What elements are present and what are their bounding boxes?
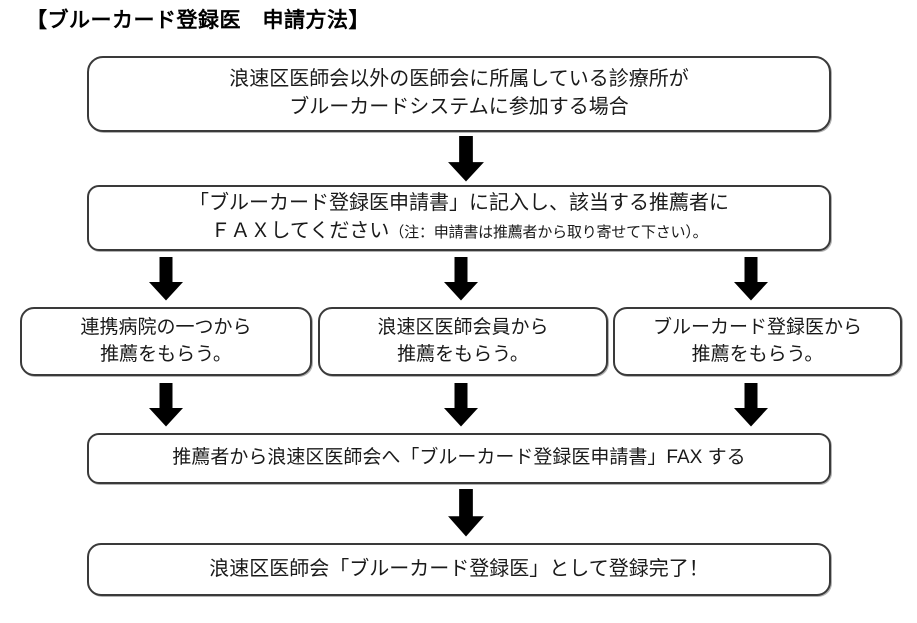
flow-step-recommender-3-line-2: 推薦をもらう。 — [691, 343, 824, 365]
flow-step-intro-line-1: 浪速区医師会以外の医師会に所属している診療所が — [229, 68, 689, 91]
flow-step-recommender-1: 連携病院の一つから 推薦をもらう。 — [20, 307, 312, 376]
flow-step-recommender-2: 浪速区医師会員から 推薦をもらう。 — [318, 307, 608, 376]
down-arrow-icon — [733, 257, 769, 301]
page-title: 【ブルーカード登録医 申請方法】 — [26, 9, 370, 32]
flow-step-apply-note: （注：申請書は推薦者から取り寄せて下さい）。 — [389, 224, 708, 241]
down-arrow-icon — [443, 257, 479, 301]
flow-step-done: 浪速区医師会「ブルーカード登録医」として登録完了！ — [87, 543, 831, 596]
flow-step-send: 推薦者から浪速区医師会へ「ブルーカード登録医申請書」FAX する — [87, 433, 831, 484]
flow-step-apply-line-1: 「ブルーカード登録医申請書」に記入し、該当する推薦者に — [189, 192, 729, 215]
down-arrow-icon — [447, 489, 485, 537]
flow-step-apply: 「ブルーカード登録医申請書」に記入し、該当する推薦者に ＦＡＸしてください （注… — [87, 185, 831, 251]
down-arrow-icon — [148, 257, 184, 301]
flow-step-recommender-3: ブルーカード登録医から 推薦をもらう。 — [613, 307, 902, 376]
flow-step-done-line-1: 浪速区医師会「ブルーカード登録医」として登録完了！ — [209, 557, 709, 580]
flow-step-intro-line-2: ブルーカードシステムに参加する場合 — [289, 96, 629, 118]
flow-step-recommender-1-line-1: 連携病院の一つから — [80, 317, 252, 339]
flow-step-intro: 浪速区医師会以外の医師会に所属している診療所が ブルーカードシステムに参加する場… — [87, 56, 831, 132]
flow-step-recommender-1-line-2: 推薦をもらう。 — [100, 343, 232, 365]
down-arrow-icon — [148, 383, 184, 427]
flow-step-recommender-2-line-1: 浪速区医師会員から — [377, 317, 549, 339]
flow-step-recommender-3-line-1: ブルーカード登録医から — [652, 317, 862, 339]
down-arrow-icon — [733, 383, 769, 427]
flow-step-apply-fax-text: ＦＡＸしてください — [210, 220, 390, 242]
down-arrow-icon — [447, 136, 485, 182]
flow-step-apply-line-2: ＦＡＸしてください （注：申請書は推薦者から取り寄せて下さい）。 — [211, 218, 708, 246]
flow-step-send-line-1: 推薦者から浪速区医師会へ「ブルーカード登録医申請書」FAX する — [172, 447, 746, 469]
down-arrow-icon — [443, 383, 479, 427]
flow-step-recommender-2-line-2: 推薦をもらう。 — [397, 343, 529, 365]
